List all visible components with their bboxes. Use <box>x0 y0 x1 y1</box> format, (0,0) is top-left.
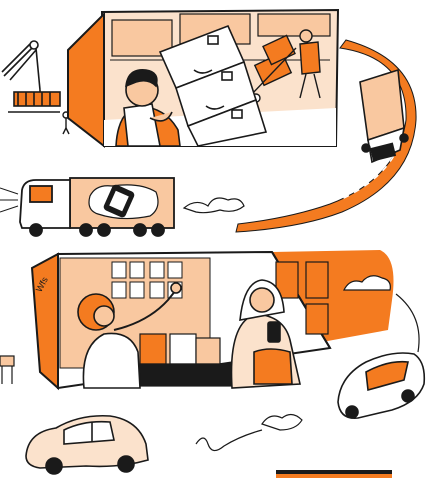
store-panel: Wfs <box>30 250 394 391</box>
phone-icon <box>88 184 159 220</box>
shopper <box>77 282 182 389</box>
package-icon <box>139 333 237 387</box>
delivery-truck-icon <box>0 177 175 237</box>
phone-user <box>230 279 301 389</box>
warehouse-panel <box>67 8 340 149</box>
delivery-truck-icon <box>359 68 409 164</box>
cloud-icon <box>343 275 391 291</box>
route-line <box>395 293 420 353</box>
crane-icon <box>1 40 61 113</box>
car-icon <box>337 352 426 419</box>
box-carrier <box>115 69 181 147</box>
exhaust-trail <box>195 429 263 452</box>
car-icon <box>25 414 149 475</box>
cloud-icon <box>261 413 303 431</box>
package-icon <box>158 24 268 147</box>
dolly-worker <box>249 29 321 103</box>
delivery-road <box>235 39 417 233</box>
stool <box>0 355 15 384</box>
cloud-icon <box>182 197 245 214</box>
